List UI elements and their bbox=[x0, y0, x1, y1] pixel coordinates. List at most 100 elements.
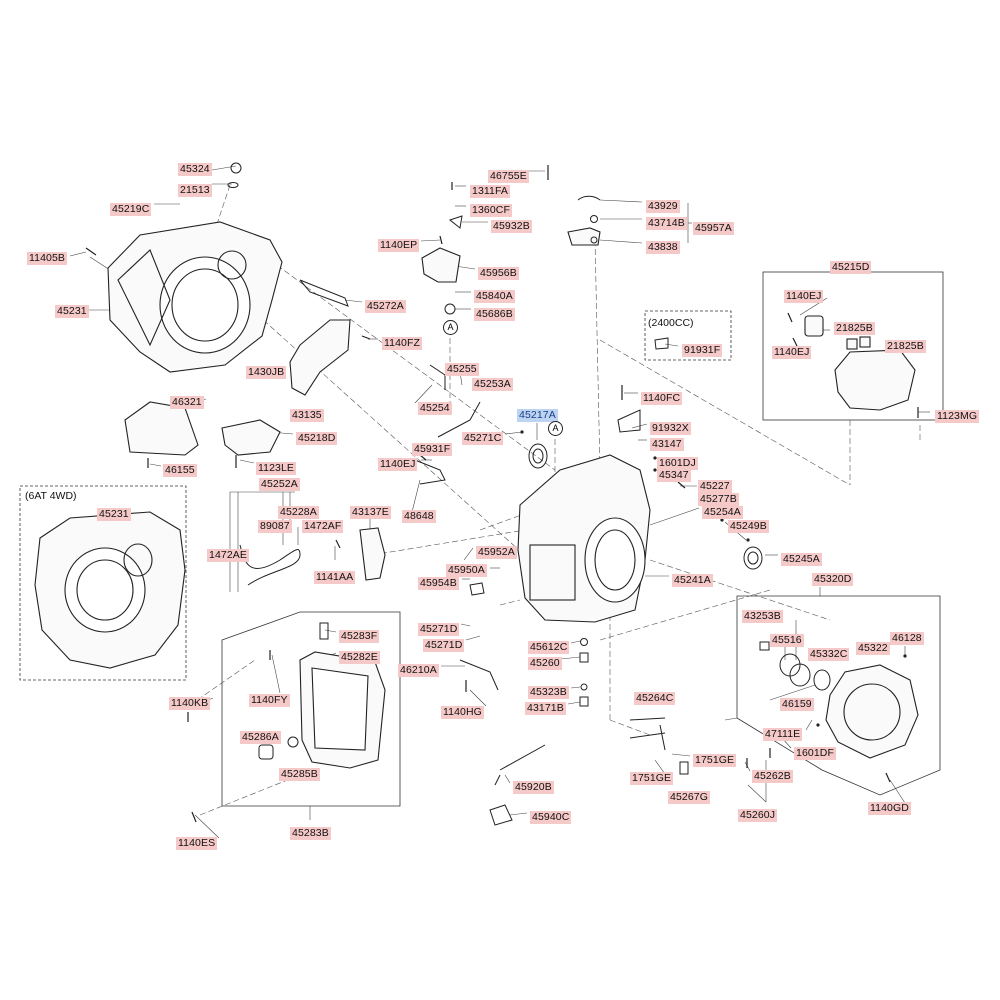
part-label-1601dj[interactable]: 1601DJ bbox=[657, 457, 698, 470]
part-label-1751ge[interactable]: 1751GE bbox=[693, 754, 737, 767]
part-label-43135[interactable]: 43135 bbox=[290, 409, 324, 422]
part-label-1140fc[interactable]: 1140FC bbox=[641, 392, 683, 405]
part-label-45227[interactable]: 45227 bbox=[698, 480, 732, 493]
part-label-45324[interactable]: 45324 bbox=[178, 163, 212, 176]
part-label-21513[interactable]: 21513 bbox=[178, 184, 212, 197]
part-label-45285b[interactable]: 45285B bbox=[279, 768, 320, 781]
part-label-45215d[interactable]: 45215D bbox=[830, 261, 872, 274]
part-label-91931f[interactable]: 91931F bbox=[682, 344, 723, 357]
part-label-45267g[interactable]: 45267G bbox=[668, 791, 710, 804]
part-label-1430jb[interactable]: 1430JB bbox=[246, 366, 287, 379]
part-label-1751ge[interactable]: 1751GE bbox=[630, 772, 674, 785]
part-label-1140ej[interactable]: 1140EJ bbox=[772, 346, 812, 359]
part-label-45260j[interactable]: 45260J bbox=[738, 809, 778, 822]
part-label-45272a[interactable]: 45272A bbox=[365, 300, 406, 313]
part-label-45283f[interactable]: 45283F bbox=[339, 630, 380, 643]
part-label-45262b[interactable]: 45262B bbox=[752, 770, 793, 783]
part-label-45253a[interactable]: 45253A bbox=[472, 378, 513, 391]
part-label-43929[interactable]: 43929 bbox=[646, 200, 680, 213]
part-label-1140fz[interactable]: 1140FZ bbox=[382, 337, 423, 350]
part-label-46210a[interactable]: 46210A bbox=[398, 664, 439, 677]
part-label-45940c[interactable]: 45940C bbox=[530, 811, 572, 824]
part-label-1140ep[interactable]: 1140EP bbox=[378, 239, 420, 252]
part-label-1360cf[interactable]: 1360CF bbox=[470, 204, 512, 217]
part-label-45217a[interactable]: 45217A bbox=[517, 409, 558, 422]
part-label-45320d[interactable]: 45320D bbox=[812, 573, 854, 586]
part-label-1140ej[interactable]: 1140EJ bbox=[378, 458, 418, 471]
part-label-46321[interactable]: 46321 bbox=[170, 396, 204, 409]
part-label-43171b[interactable]: 43171B bbox=[525, 702, 566, 715]
part-label-45956b[interactable]: 45956B bbox=[478, 267, 519, 280]
part-label-45231[interactable]: 45231 bbox=[97, 508, 131, 521]
part-label-45952a[interactable]: 45952A bbox=[476, 546, 517, 559]
part-label-45322[interactable]: 45322 bbox=[856, 642, 890, 655]
part-label-1140gd[interactable]: 1140GD bbox=[868, 802, 911, 815]
part-label-45260[interactable]: 45260 bbox=[528, 657, 562, 670]
part-label-45920b[interactable]: 45920B bbox=[513, 781, 554, 794]
part-label-45323b[interactable]: 45323B bbox=[528, 686, 569, 699]
part-label-45254[interactable]: 45254 bbox=[418, 402, 452, 415]
part-label-45332c[interactable]: 45332C bbox=[808, 648, 850, 661]
part-label-1140hg[interactable]: 1140HG bbox=[441, 706, 484, 719]
part-label-46159[interactable]: 46159 bbox=[780, 698, 814, 711]
part-label-43714b[interactable]: 43714B bbox=[646, 217, 687, 230]
part-label-1123mg[interactable]: 1123MG bbox=[935, 410, 980, 423]
part-label-45219c[interactable]: 45219C bbox=[110, 203, 152, 216]
part-label-43137e[interactable]: 43137E bbox=[350, 506, 391, 519]
part-label-45241a[interactable]: 45241A bbox=[672, 574, 713, 587]
part-label-43838[interactable]: 43838 bbox=[646, 241, 680, 254]
part-label-45283b[interactable]: 45283B bbox=[290, 827, 331, 840]
part-label-45255[interactable]: 45255 bbox=[445, 363, 479, 376]
part-label-1141aa[interactable]: 1141AA bbox=[314, 571, 356, 584]
part-label-45254a[interactable]: 45254A bbox=[702, 506, 743, 519]
part-label-46155[interactable]: 46155 bbox=[163, 464, 197, 477]
part-label-1140es[interactable]: 1140ES bbox=[176, 837, 218, 850]
part-label-45957a[interactable]: 45957A bbox=[693, 222, 734, 235]
part-label-1472af[interactable]: 1472AF bbox=[302, 520, 344, 533]
part-label-21825b[interactable]: 21825B bbox=[834, 322, 875, 335]
part-label-45271d[interactable]: 45271D bbox=[423, 639, 465, 652]
part-label-45932b[interactable]: 45932B bbox=[491, 220, 532, 233]
part-label-46128[interactable]: 46128 bbox=[890, 632, 924, 645]
part-label-45271c[interactable]: 45271C bbox=[462, 432, 504, 445]
part-label-45612c[interactable]: 45612C bbox=[528, 641, 570, 654]
part-label-1140ej[interactable]: 1140EJ bbox=[784, 290, 824, 303]
part-label-1123le[interactable]: 1123LE bbox=[256, 462, 297, 475]
part-label-45840a[interactable]: 45840A bbox=[474, 290, 515, 303]
part-label-45271d[interactable]: 45271D bbox=[418, 623, 460, 636]
part-label-45516[interactable]: 45516 bbox=[770, 634, 804, 647]
part-label-46755e[interactable]: 46755E bbox=[488, 170, 529, 183]
part-label-1311fa[interactable]: 1311FA bbox=[470, 185, 511, 198]
part-label-1140fy[interactable]: 1140FY bbox=[249, 694, 290, 707]
part-label-1140kb[interactable]: 1140KB bbox=[169, 697, 211, 710]
part-label-45231[interactable]: 45231 bbox=[55, 305, 89, 318]
part-label-45931f[interactable]: 45931F bbox=[412, 443, 453, 456]
part-label-47111e[interactable]: 47111E bbox=[763, 728, 803, 741]
part-label-11405b[interactable]: 11405B bbox=[27, 252, 68, 265]
part-label-45228a[interactable]: 45228A bbox=[278, 506, 319, 519]
part-label-1472ae[interactable]: 1472AE bbox=[207, 549, 249, 562]
part-label-48648[interactable]: 48648 bbox=[402, 510, 436, 523]
part-label-45954b[interactable]: 45954B bbox=[418, 577, 459, 590]
part-label-45252a[interactable]: 45252A bbox=[259, 478, 300, 491]
callout-marker-a: A bbox=[548, 421, 563, 436]
part-label-45264c[interactable]: 45264C bbox=[634, 692, 676, 705]
variant-box bbox=[19, 485, 187, 681]
part-label-91932x[interactable]: 91932X bbox=[650, 422, 691, 435]
group-box-45283B bbox=[221, 611, 401, 807]
part-label-21825b[interactable]: 21825B bbox=[885, 340, 926, 353]
part-label-89087[interactable]: 89087 bbox=[258, 520, 292, 533]
part-label-45218d[interactable]: 45218D bbox=[296, 432, 338, 445]
part-label-45286a[interactable]: 45286A bbox=[240, 731, 281, 744]
part-label-45282e[interactable]: 45282E bbox=[339, 651, 380, 664]
part-label-45347[interactable]: 45347 bbox=[657, 469, 691, 482]
part-label-45277b[interactable]: 45277B bbox=[698, 493, 739, 506]
part-label-43253b[interactable]: 43253B bbox=[742, 610, 783, 623]
part-label-45249b[interactable]: 45249B bbox=[728, 520, 769, 533]
variant-note: (6AT 4WD) bbox=[25, 490, 77, 502]
part-label-45686b[interactable]: 45686B bbox=[474, 308, 515, 321]
part-label-45950a[interactable]: 45950A bbox=[446, 564, 487, 577]
part-label-1601df[interactable]: 1601DF bbox=[794, 747, 836, 760]
part-label-43147[interactable]: 43147 bbox=[650, 438, 684, 451]
part-label-45245a[interactable]: 45245A bbox=[781, 553, 822, 566]
